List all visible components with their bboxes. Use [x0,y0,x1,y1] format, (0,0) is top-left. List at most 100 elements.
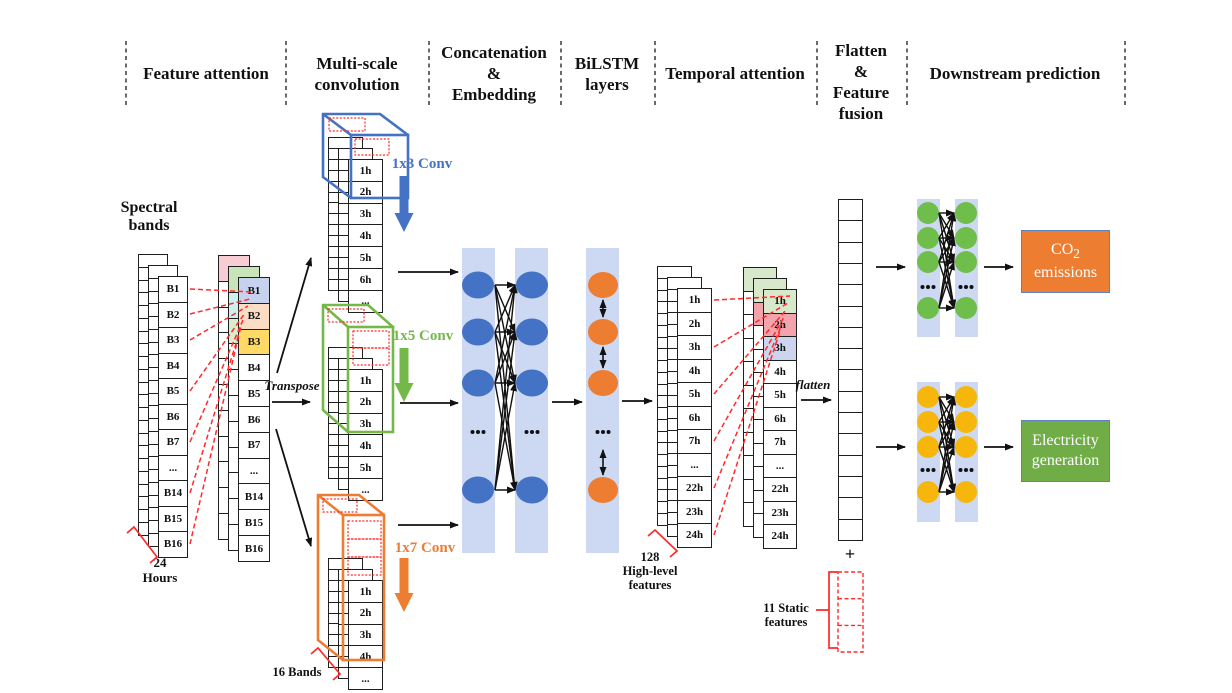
conv-1x7-stack-cell: 1h [348,580,383,604]
feature-attention-stack-cell: B3 [238,328,270,356]
temporal-input-stack-cell: 6h [677,405,712,431]
conv-1x7-stack-cell: 3h [348,623,383,647]
conv-1x3-stack-cell: 5h [348,246,383,270]
section-header-downstream-prediction: Downstream prediction [929,64,1101,83]
spectral-bands-stack-cell: B16 [158,531,188,558]
temporal-attended-stack-cell: 4h [763,359,797,385]
flatten-vector-cell [838,369,863,393]
temporal-input-stack-cell: 24h [677,523,712,548]
spectral-bands-stack-cell: B5 [158,378,188,405]
flatten-vector-cell [838,433,863,456]
co2-line2: emissions [1033,263,1098,281]
flatten-vector-cell [838,199,863,222]
temporal-input-stack-cell: 2h [677,311,712,337]
temporal-attended-stack-cell: 3h [763,336,797,361]
conv-1x7-stack-cell: 2h [348,601,383,625]
temporal-attended-stack-cell: 7h [763,430,797,455]
flatten-vector-cell [838,284,863,307]
feature-attention-stack-cell: B16 [238,535,270,563]
temporal-attended-stack-cell: ... [763,453,797,479]
bands-16-label: 16 Bands [272,665,322,679]
temporal-input-stack-cell: 4h [677,358,712,384]
hours-24-label: 24 Hours [142,555,178,585]
flatten-vector-cell [838,497,863,520]
temporal-input-stack-cell: 1h [677,288,712,313]
flatten-vector-cell [838,348,863,371]
conv-1x7-stack-cell: ... [348,667,383,691]
conv-1x5-stack-cell: 2h [348,390,383,414]
conv-1x7-stack-cell: 4h [348,645,383,669]
conv-1x5-stack-cell: ... [348,478,383,502]
conv-1x5-stack-cell: 5h [348,456,383,480]
flatten-vector-cell [838,262,863,286]
spectral-bands-stack-cell: B7 [158,429,188,456]
feature-attention-stack-cell: B2 [238,302,270,330]
flatten-vector-front [838,199,863,542]
temporal-attended-stack-cell: 24h [763,524,797,549]
section-header-multiscale-convolution: Multi-scale convolution [314,54,400,94]
spectral-bands-stack-cell: B6 [158,403,188,431]
temporal-attended-stack-cell: 5h [763,383,797,408]
flatten-label: flatten [795,377,831,392]
temporal-input-stack-cell: 23h [677,499,712,525]
spectral-bands-stack-cell: B14 [158,480,188,507]
temporal-input-stack-cell: ... [677,452,712,478]
flatten-vector-cell [838,390,863,414]
section-header-flatten-feature-fusion: Flatten & Feature fusion [832,41,890,123]
flatten-vector-cell [838,326,863,350]
spectral-bands-stack-cell: B1 [158,276,188,303]
spectral-bands-stack-cell: B2 [158,301,188,329]
conv-1x3-label: 1x3 Conv [391,156,453,172]
spectral-bands-stack-cell: B4 [158,352,188,380]
electricity-generation-box: Electricity generation [1021,420,1110,482]
section-header-bilstm-layers: BiLSTM layers [574,54,640,94]
conv-1x3-stack-cell: 2h [348,180,383,204]
section-header-concatenation-embedding: Concatenation & Embedding [441,43,547,104]
conv-1x3-stack-cell: 3h [348,202,383,226]
conv-1x3-stack-cell: 1h [348,159,383,183]
temporal-input-stack-cell: 7h [677,429,712,454]
spectral-bands-label: Spectral bands [120,199,178,234]
conv-1x5-stack-cell: 1h [348,369,383,393]
conv-1x3-stack-cell: 6h [348,268,383,292]
conv-1x5-stack-cell: 3h [348,412,383,436]
spectral-bands-stack-cell: B15 [158,505,188,533]
co2-emissions-box: CO2 emissions [1021,230,1110,293]
feature-attention-stack-cell: B7 [238,431,270,459]
temporal-input-stack-cell: 5h [677,382,712,407]
temporal-attended-stack-cell: 1h [763,289,797,314]
temporal-attended-stack-cell: 6h [763,406,797,432]
high-level-features-label: 128 High-level features [622,550,678,592]
conv-1x3-stack-cell: ... [348,289,383,313]
feature-attention-stack-cell: B1 [238,277,270,305]
spectral-bands-stack-cell: B3 [158,327,188,354]
temporal-input-stack-cell: 22h [677,476,712,501]
plus-sign: + [844,544,856,564]
section-header-feature-attention: Feature attention [143,64,269,83]
flatten-vector-cell [838,412,863,435]
spectral-bands-stack-cell: ... [158,454,188,482]
temporal-attended-stack-cell: 23h [763,500,797,526]
temporal-attended-stack-cell: 2h [763,312,797,338]
temporal-attended-stack-cell: 22h [763,477,797,502]
co2-line1: CO2 [1051,241,1080,262]
section-header-temporal-attention: Temporal attention [665,64,805,83]
flatten-vector-cell [838,241,863,265]
flatten-vector-cell [838,475,863,499]
static-features-label: 11 Static features [763,601,809,629]
conv-1x5-stack-cell: 4h [348,434,383,458]
feature-attention-stack-cell: ... [238,457,270,485]
feature-attention-stack-cell: B14 [238,483,270,511]
temporal-input-stack-cell: 3h [677,335,712,360]
flatten-vector-cell [838,518,863,542]
conv-1x3-stack-cell: 4h [348,224,383,248]
conv-1x5-label: 1x5 Conv [392,328,454,344]
